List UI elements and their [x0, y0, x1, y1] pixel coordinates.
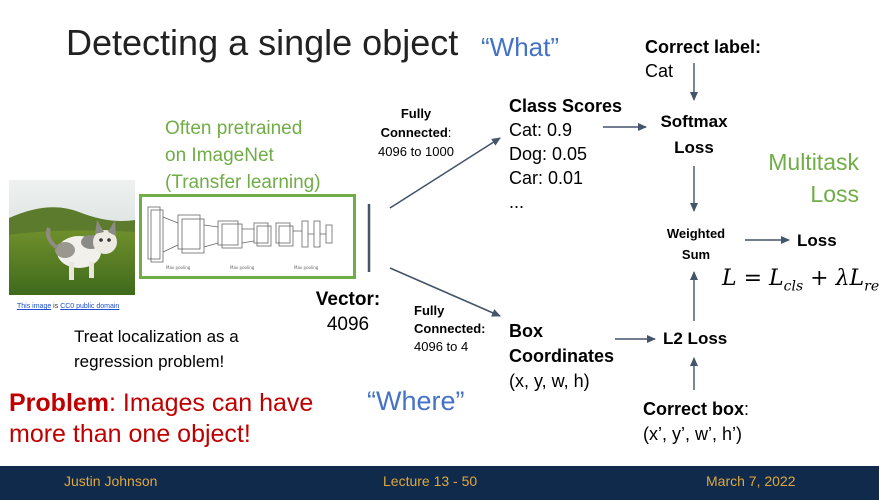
fc-bottom-label: Fully Connected: 4096 to 4 [414, 303, 486, 354]
class-score-item: Car: 0.01 [509, 168, 584, 188]
weighted-sum: Weighted Sum [666, 226, 726, 262]
arrow-to-class-scores [389, 137, 501, 209]
total-loss: Loss [797, 231, 837, 250]
correct-label: Correct label: Cat [645, 37, 762, 81]
l2-loss: L2 Loss [663, 329, 728, 348]
correct-box: Correct box: (x’, y’, w’, h’) [643, 399, 750, 444]
cnn-network-diagram: Max pooling Max pooling Max pooling [139, 194, 356, 279]
class-scores: Class Scores Cat: 0.9 Dog: 0.05 Car: 0.0… [509, 94, 622, 214]
svg-text:Max pooling: Max pooling [294, 265, 319, 270]
class-score-item: Cat: 0.9 [509, 120, 573, 140]
class-scores-title: Class Scores [509, 96, 623, 116]
footer-date: March 7, 2022 [706, 473, 796, 489]
footer-lecture: Lecture 13 - 50 [383, 473, 478, 489]
multitask-loss: Multitask Loss [768, 149, 859, 207]
treat-note: Treat localization as a regression probl… [74, 327, 239, 371]
class-score-item: Dog: 0.05 [509, 144, 588, 164]
footer-author: Justin Johnson [64, 473, 158, 489]
svg-text:Max pooling: Max pooling [166, 265, 191, 270]
softmax-loss: Softmax Loss [660, 112, 728, 157]
cat-photo [9, 180, 135, 295]
vector-label: Vector: 4096 [315, 289, 381, 335]
class-score-item: ... [509, 192, 525, 212]
fc-top-label: Fully Connected: 4096 to 1000 [378, 106, 454, 159]
image-credit: This image is CC0 public domain [17, 303, 120, 310]
svg-text:Max pooling: Max pooling [230, 265, 255, 270]
loss-formula: L = Lcls + λLreg [722, 266, 879, 295]
box-coordinates: Box Coordinates (x, y, w, h) [509, 321, 615, 391]
slide-title: Detecting a single object [66, 22, 459, 63]
arrow-to-box-coordinates [389, 267, 501, 317]
pretrained-note: Often pretrained on ImageNet (Transfer l… [165, 118, 321, 193]
diagram-connectors [367, 63, 790, 390]
license-link[interactable]: CC0 public domain [60, 303, 120, 310]
problem-statement: Problem: Images can have more than one o… [9, 389, 314, 448]
slide-footer: Justin Johnson Lecture 13 - 50 March 7, … [0, 466, 879, 500]
what-label: “What” [481, 32, 559, 62]
image-link[interactable]: This image [17, 303, 52, 310]
where-label: “Where” [367, 386, 465, 416]
